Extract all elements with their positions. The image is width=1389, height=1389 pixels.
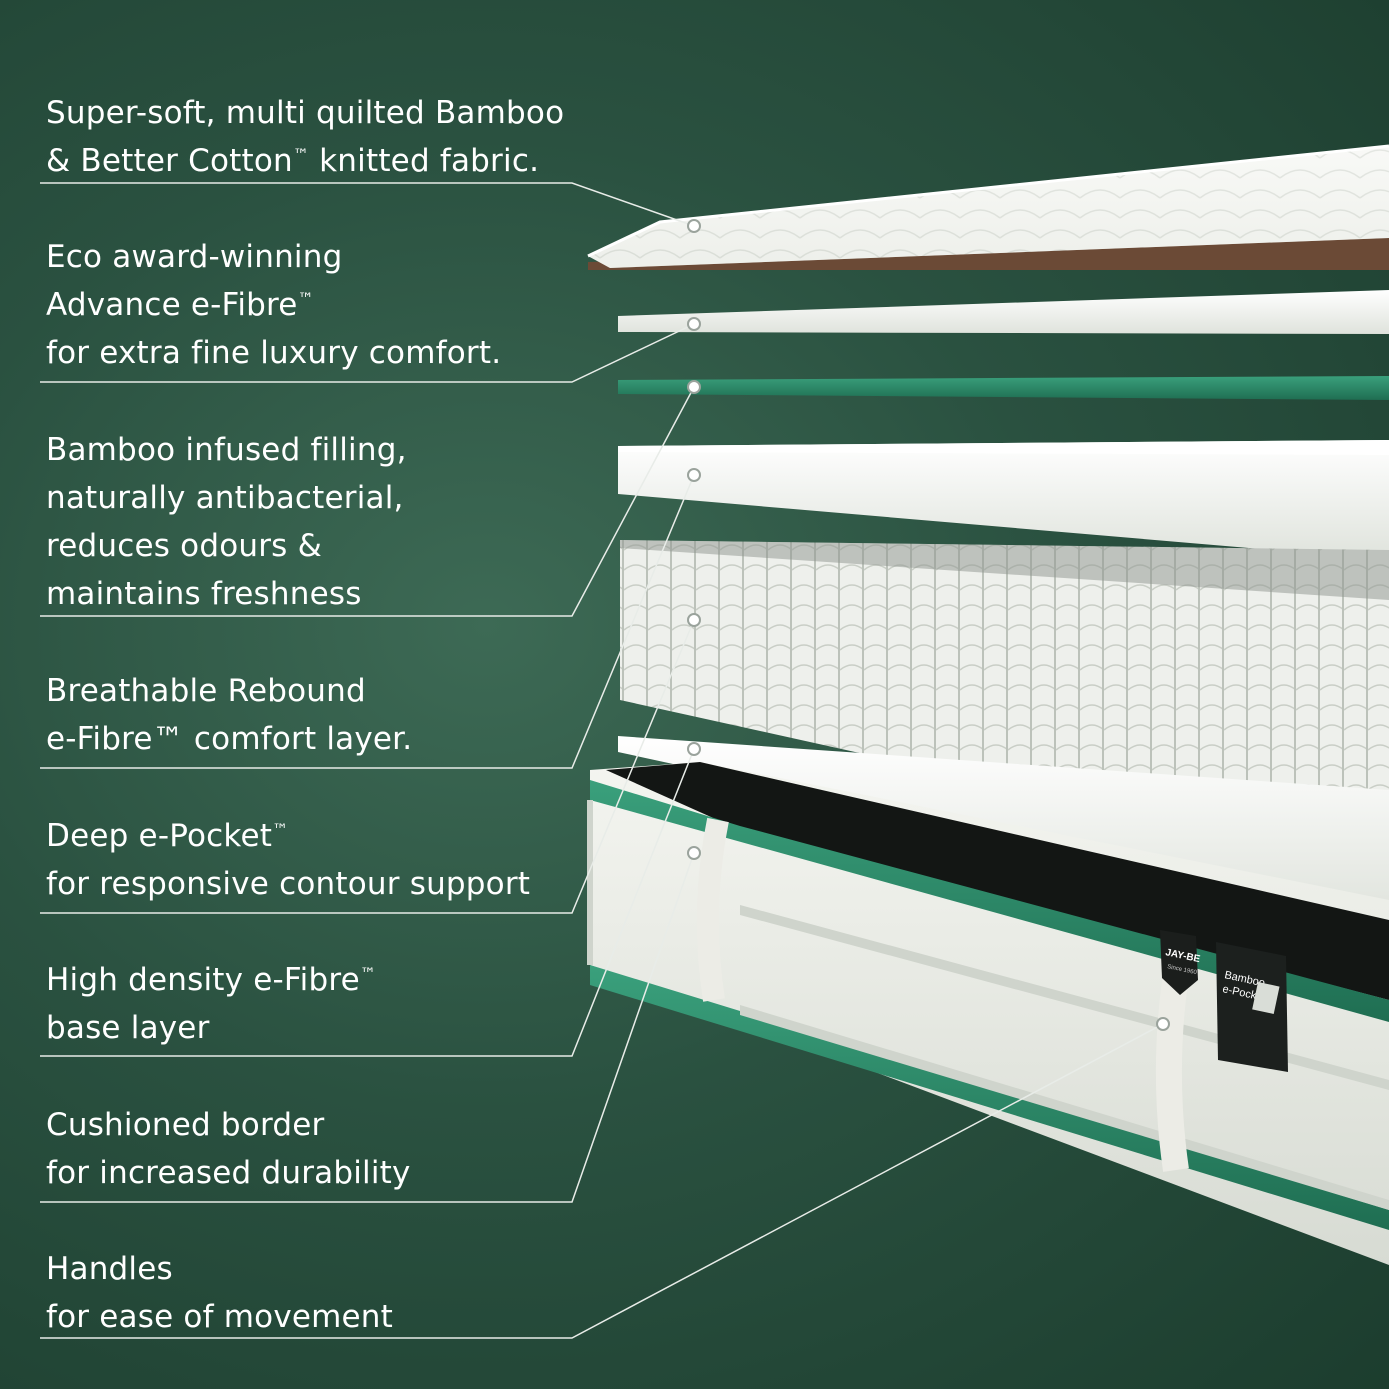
leader-line-2 bbox=[40, 323, 695, 383]
anchor-dot bbox=[1156, 1017, 1170, 1031]
qr-code bbox=[1252, 982, 1280, 1014]
handle bbox=[696, 817, 729, 1002]
anchor-dot bbox=[687, 317, 701, 331]
leader-lines bbox=[40, 182, 1164, 1339]
callout-bamboo-filling: Bamboo infused filling, naturally antiba… bbox=[46, 432, 407, 612]
anchor-dots bbox=[687, 219, 1170, 1031]
callout-base-layer: High density e-Fibre™ base layer bbox=[46, 962, 377, 1046]
leader-line-1 bbox=[40, 182, 695, 227]
bamboo-filling-layer bbox=[618, 376, 1389, 400]
anchor-dot bbox=[687, 742, 701, 756]
anchor-dot bbox=[687, 219, 701, 233]
callout-handles: Handles for ease of movement bbox=[46, 1251, 394, 1335]
callout-cushioned-border: Cushioned border for increased durabilit… bbox=[46, 1107, 411, 1191]
brand-label bbox=[1160, 930, 1198, 995]
callout-deep-epocket: Deep e-Pocket™ for responsive contour su… bbox=[46, 818, 531, 902]
callout-rebound-comfort: Breathable Rebound e-Fibre™ comfort laye… bbox=[46, 673, 413, 757]
anchor-dot bbox=[687, 613, 701, 627]
leader-line-8 bbox=[40, 1023, 1164, 1339]
advance-efibre-layer bbox=[618, 290, 1389, 334]
rebound-comfort-layer bbox=[618, 440, 1389, 560]
product-tag bbox=[1216, 942, 1288, 1072]
callout-advance-efibre: Eco award-winning Advance e-Fibre™ for e… bbox=[46, 239, 502, 371]
leader-line-4 bbox=[40, 474, 695, 769]
anchor-dot bbox=[687, 468, 701, 482]
leader-line-5 bbox=[40, 619, 695, 914]
callout-quilted-fabric: Super-soft, multi quilted Bamboo & Bette… bbox=[46, 95, 565, 179]
anchor-dot bbox=[687, 380, 701, 394]
leader-line-3 bbox=[40, 386, 695, 617]
mattress-body: JAY-BE Since 1960 Bamboo e-Pocket™ bbox=[587, 762, 1389, 1265]
anchor-dot bbox=[687, 846, 701, 860]
leader-line-6 bbox=[40, 748, 695, 1057]
leader-line-7 bbox=[40, 852, 695, 1203]
quilted-fabric-layer bbox=[587, 144, 1389, 270]
